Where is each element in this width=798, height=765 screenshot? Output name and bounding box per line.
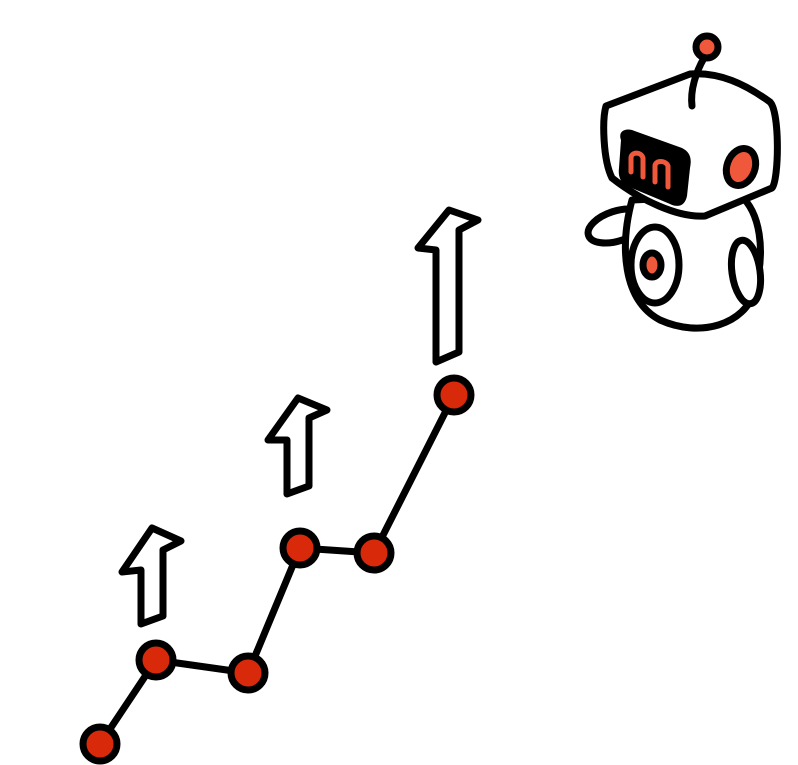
up-arrow-large xyxy=(414,206,482,366)
data-point xyxy=(135,639,177,681)
robot-antenna-tip xyxy=(692,32,722,62)
robot-right-arm xyxy=(727,236,765,308)
growth-line-icon xyxy=(79,374,475,765)
data-point xyxy=(227,652,269,694)
robot-ear-light xyxy=(722,145,760,189)
up-arrow-icon xyxy=(264,394,331,498)
up-arrow-medium xyxy=(264,394,331,498)
up-arrow-icon xyxy=(118,524,185,628)
robot-left-eye xyxy=(628,150,646,180)
data-point xyxy=(79,723,121,765)
data-point xyxy=(353,532,395,574)
up-arrow-icon xyxy=(414,206,482,366)
robot-chest-light xyxy=(639,249,665,281)
data-point xyxy=(279,527,321,569)
robot-right-eye xyxy=(652,159,671,190)
robot-icon xyxy=(584,32,781,332)
robot-antenna xyxy=(688,54,708,110)
up-arrow-small xyxy=(118,524,185,628)
data-point xyxy=(433,374,475,416)
